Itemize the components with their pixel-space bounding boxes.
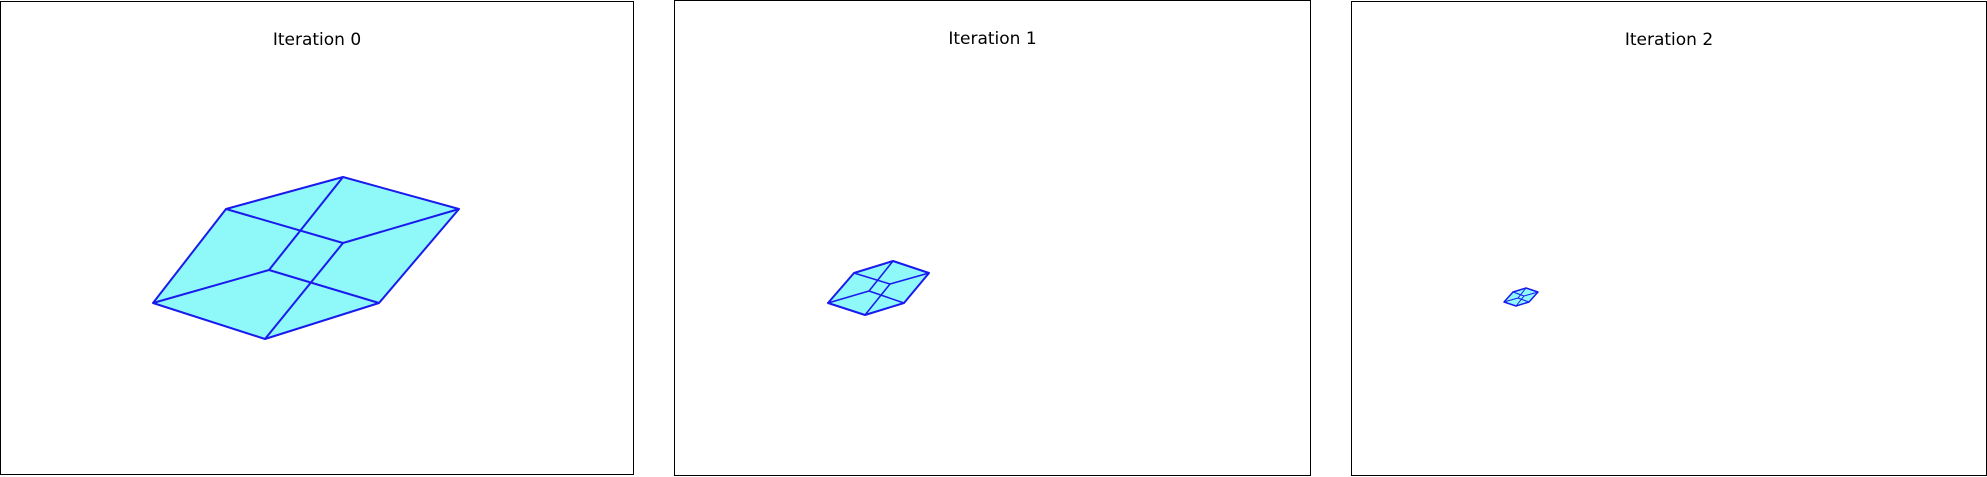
- inner-edge: [152, 269, 270, 304]
- inner-edge: [1517, 297, 1530, 303]
- parallelogram-grid-shape: [827, 260, 930, 316]
- panel-title: Iteration 1: [948, 29, 1037, 49]
- inner-edge: [268, 269, 380, 304]
- panel-title: Iteration 0: [272, 30, 362, 50]
- inner-edge: [868, 290, 905, 304]
- iteration-panel-1: Iteration 1: [674, 0, 1311, 476]
- inner-edge: [1503, 297, 1519, 303]
- inner-edge: [853, 272, 891, 285]
- inner-edge: [864, 283, 891, 316]
- iteration-panel-2: Iteration 2: [1351, 1, 1987, 476]
- panel-title: Iteration 2: [1624, 30, 1714, 50]
- parallelogram-grid-shape: [1503, 287, 1539, 307]
- inner-edge: [268, 176, 344, 271]
- shape-fill: [1503, 287, 1539, 307]
- iteration-panel-0: Iteration 0: [0, 1, 634, 475]
- inner-edge: [1512, 291, 1525, 297]
- inner-edge: [1515, 295, 1525, 307]
- inner-edge: [342, 208, 460, 244]
- inner-edge: [827, 290, 870, 304]
- inner-edge: [264, 242, 344, 340]
- inner-edge: [868, 260, 894, 292]
- inner-edge: [1523, 291, 1539, 297]
- grid-shape-group: [1503, 287, 1539, 307]
- parallelogram-grid-shape: [152, 176, 460, 340]
- inner-edge: [225, 208, 344, 244]
- shape-fill: [827, 260, 930, 316]
- grid-shape-group: [152, 176, 460, 340]
- inner-edge: [889, 272, 930, 285]
- grid-shape-group: [827, 260, 930, 316]
- inner-edge: [1517, 287, 1527, 299]
- shape-fill: [152, 176, 460, 340]
